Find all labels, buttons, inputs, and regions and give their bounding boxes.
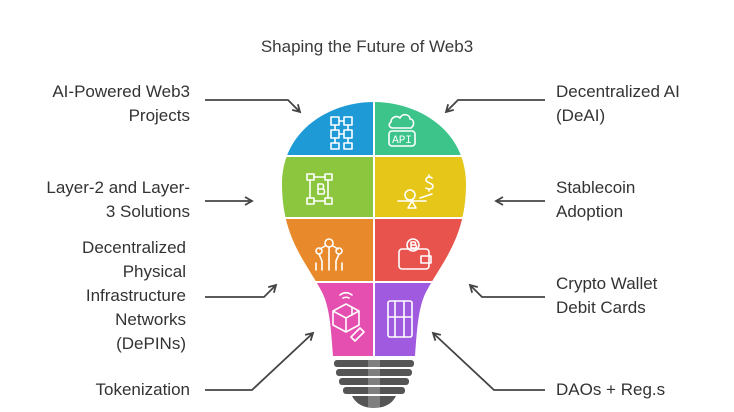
label-line: Decentralized bbox=[82, 238, 186, 257]
cloud-api-icon bbox=[388, 113, 416, 147]
label-line: Infrastructure bbox=[85, 286, 186, 305]
label-line: Networks bbox=[115, 310, 186, 329]
arrow-tokenization bbox=[205, 331, 315, 391]
label-line: Crypto Wallet bbox=[556, 274, 658, 293]
label-line: 3 Solutions bbox=[105, 202, 190, 221]
label-line: Projects bbox=[128, 106, 190, 125]
segment-lime bbox=[282, 157, 373, 217]
segment-red bbox=[375, 219, 466, 281]
label-line: (DePINs) bbox=[116, 334, 186, 353]
label-stablecoin-adoption: Stablecoin Adoption bbox=[556, 176, 635, 224]
label-daos-regs: DAOs + Reg.s bbox=[556, 378, 665, 402]
label-line: Debit Cards bbox=[556, 298, 646, 317]
scale-coins-icon bbox=[397, 174, 434, 209]
arrow-depins bbox=[205, 283, 278, 298]
label-ai-powered-web3: AI-Powered Web3 Projects bbox=[52, 80, 190, 128]
bulb-segments bbox=[282, 102, 466, 356]
label-crypto-wallet-debit: Crypto Wallet Debit Cards bbox=[556, 272, 657, 320]
segment-blue bbox=[282, 102, 373, 155]
label-line: AI-Powered Web3 bbox=[52, 82, 190, 101]
network-hub-icon bbox=[315, 238, 343, 271]
box-signal-icon bbox=[332, 291, 365, 342]
api-icon-text: API bbox=[392, 135, 412, 147]
arrow-ai-powered bbox=[205, 99, 302, 114]
arrow-daos bbox=[431, 331, 545, 391]
label-line: Stablecoin bbox=[556, 178, 636, 197]
arrow-crypto-wallet bbox=[468, 283, 545, 298]
diagram-title: Shaping the Future of Web3 bbox=[260, 37, 474, 56]
segment-yellow bbox=[375, 157, 466, 217]
label-line: Adoption bbox=[556, 202, 624, 221]
label-line: DAOs + Reg.s bbox=[556, 380, 666, 399]
label-line: Physical bbox=[122, 262, 186, 281]
label-line: (DeAI) bbox=[556, 106, 606, 125]
arrow-deai bbox=[444, 99, 545, 114]
arrows bbox=[205, 99, 545, 391]
label-line: Tokenization bbox=[95, 380, 190, 399]
label-tokenization: Tokenization bbox=[95, 378, 190, 402]
label-depins: Decentralized Physical Infrastructure Ne… bbox=[82, 236, 186, 356]
bitcoin-network-icon bbox=[306, 173, 333, 205]
label-layer2-layer3: Layer-2 and Layer- 3 Solutions bbox=[46, 176, 190, 224]
label-decentralized-ai: Decentralized AI (DeAI) bbox=[556, 80, 680, 128]
label-line: Decentralized AI bbox=[556, 82, 680, 101]
label-line: Layer-2 and Layer- bbox=[46, 178, 190, 197]
segment-purple bbox=[375, 283, 466, 356]
bulb-base bbox=[334, 358, 414, 408]
blockchain-grid-icon bbox=[330, 116, 353, 150]
bitcoin-wallet-icon bbox=[398, 238, 432, 270]
document-icon bbox=[387, 300, 413, 338]
segment-pink bbox=[282, 283, 373, 356]
